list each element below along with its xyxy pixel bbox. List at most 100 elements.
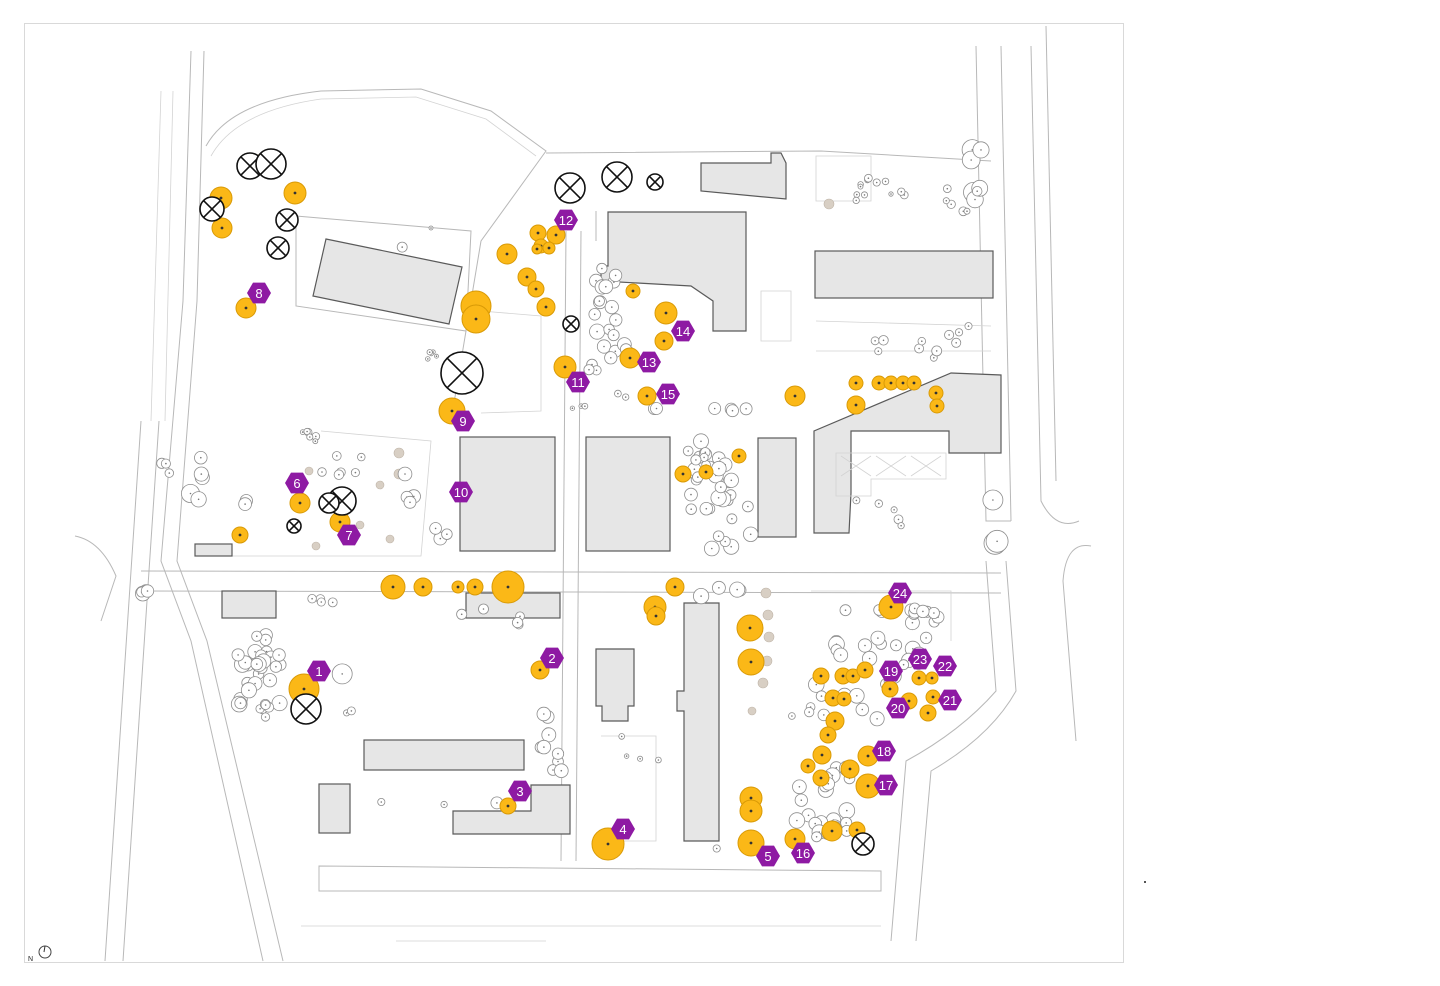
tree-marker-15[interactable]: 15 [656,383,680,405]
tree-marker-12[interactable]: 12 [554,209,578,231]
existing-tree-icon [693,433,709,450]
marker-hexagon-icon [508,780,532,802]
existing-tree-icon [852,196,860,204]
existing-tree-icon [788,712,796,720]
tree-marker-2[interactable]: 2 [540,647,564,669]
existing-tree-icon [852,496,861,505]
tree-marker-6[interactable]: 6 [285,472,309,494]
retained-tree-icon [553,355,577,379]
north-arrow: N [28,945,52,963]
marker-label: 16 [796,846,810,861]
tree-marker-10[interactable]: 10 [449,481,473,503]
site-plan-canvas[interactable]: 123456789101112131415161718192021222324 … [25,24,1125,964]
buildings-layer [194,152,1002,842]
tree-marker-21[interactable]: 21 [938,689,962,711]
existing-tree-icon [598,279,614,295]
existing-tree-icon [190,491,207,508]
existing-tree-icon [593,295,605,307]
existing-tree-icon [881,177,890,186]
retained-tree-icon [737,648,765,676]
retained-tree-icon [919,704,937,722]
tree-marker-11[interactable]: 11 [566,371,590,393]
existing-tree-icon [478,603,489,615]
existing-tree-icon [425,356,431,362]
marker-hexagon-icon [908,648,932,670]
existing-tree-icon [553,763,569,778]
existing-tree-icon [954,328,964,337]
existing-tree-icon [951,337,962,348]
existing-tree-icon [874,499,883,508]
existing-tree-icon [888,191,894,197]
removed-tree-icon [318,492,340,514]
existing-tree-icon [614,389,622,398]
stray-dot [1144,881,1146,883]
retained-tree-icon [461,304,491,334]
north-label: N [28,956,33,963]
tree-marker-23[interactable]: 23 [908,648,932,670]
retained-tree-icon [646,606,666,626]
marker-hexagon-icon [307,660,331,682]
marker-label: 18 [877,744,891,759]
tree-marker-22[interactable]: 22 [933,655,957,677]
tree-marker-18[interactable]: 18 [872,740,896,762]
removed-tree-icon [646,173,664,191]
existing-tree-icon [711,460,727,477]
retained-tree-icon [739,799,763,823]
existing-tree-icon [942,197,950,205]
tree-marker-9[interactable]: 9 [451,410,475,432]
removed-tree-icon [440,351,484,395]
retained-tree-icon [925,689,941,705]
removed-tree-icon [562,315,580,333]
existing-tree-icon [972,141,990,159]
outline-trees-layer [135,139,1009,853]
marker-hexagon-icon [879,660,903,682]
tree-marker-13[interactable]: 13 [637,351,661,373]
retained-tree-icon [491,570,525,604]
marker-label: 17 [879,778,893,793]
existing-tree-icon [269,660,282,673]
existing-tree-icon [569,405,576,411]
existing-tree-icon [870,336,880,346]
existing-tree-icon [397,466,413,482]
retained-tree-icon [674,465,692,483]
retained-tree-icon [871,375,887,391]
existing-tree-icon [708,402,722,415]
existing-tree-icon [604,351,618,365]
marker-label: 2 [548,651,555,666]
tree-marker-14[interactable]: 14 [671,320,695,342]
tree-marker-5[interactable]: 5 [756,845,780,867]
retained-tree-icon [546,225,566,245]
retained-tree-icon [466,578,484,596]
existing-tree-icon [792,779,807,795]
tree-marker-4[interactable]: 4 [611,818,635,840]
marker-hexagon-icon [671,320,695,342]
existing-tree-icon [596,339,612,354]
marker-hexagon-icon [872,740,896,762]
tree-marker-3[interactable]: 3 [508,780,532,802]
existing-tree-icon [331,451,342,461]
marker-hexagon-icon [449,481,473,503]
existing-tree-icon [878,335,889,346]
marker-hexagon-icon [451,410,475,432]
existing-tree-icon [426,349,433,356]
tree-marker-17[interactable]: 17 [874,774,898,796]
marker-hexagon-icon [656,383,680,405]
marker-label: 14 [676,324,690,339]
tree-marker-16[interactable]: 16 [791,842,815,864]
tree-marker-20[interactable]: 20 [886,697,910,719]
tree-marker-1[interactable]: 1 [307,660,331,682]
tree-marker-19[interactable]: 19 [879,660,903,682]
removed-tree-icon [286,518,302,534]
existing-tree-icon [618,733,625,740]
tree-marker-7[interactable]: 7 [337,524,361,546]
existing-tree-icon [194,451,208,465]
retained-tree-icon [840,759,860,779]
existing-tree-icon [272,648,286,662]
existing-tree-icon [307,594,317,604]
marker-label: 10 [454,485,468,500]
marker-label: 12 [559,213,573,228]
marker-hexagon-icon [637,351,661,373]
tree-marker-8[interactable]: 8 [247,282,271,304]
tree-marker-24[interactable]: 24 [888,582,912,604]
